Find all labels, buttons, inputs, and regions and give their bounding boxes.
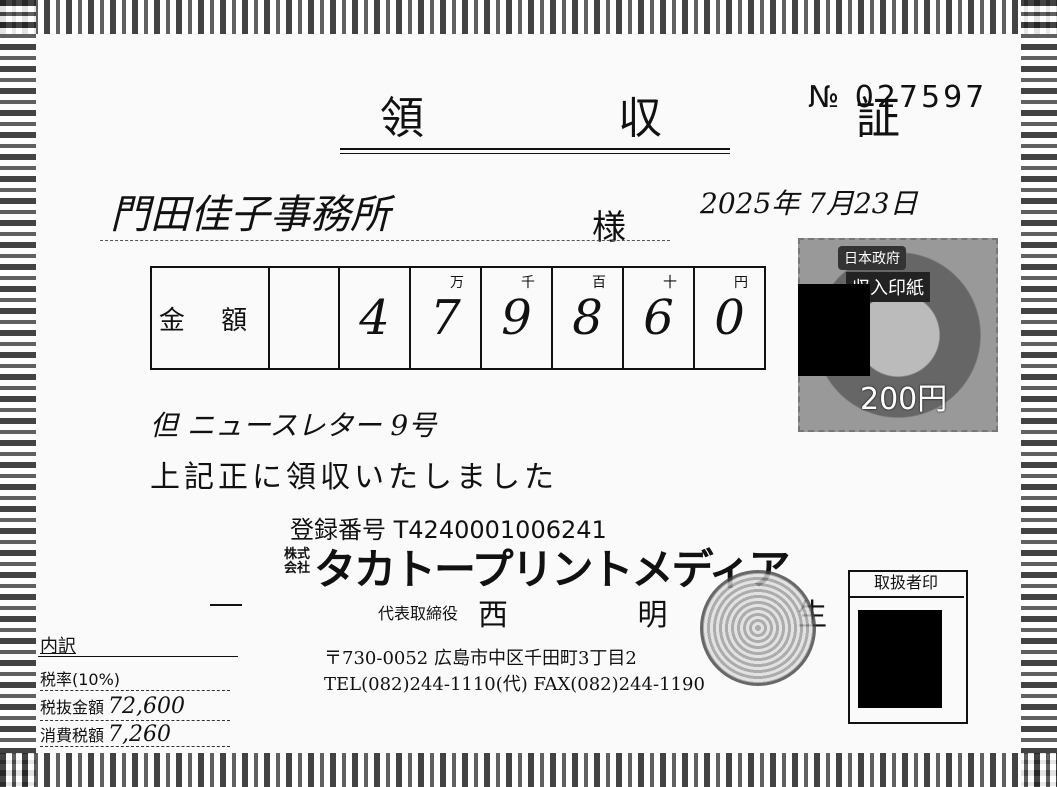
receipt-statement: 上記正に領収いたしました [150, 460, 558, 495]
amount-digit-cell: 4 [338, 266, 411, 370]
decorative-border-right [1021, 0, 1057, 787]
company-phone: TEL(082)244-1110(代) FAX(082)244-1190 [324, 674, 705, 695]
row-divider [40, 746, 230, 747]
tax-rate-row: 税率(10%) [40, 670, 121, 689]
company-address: 〒730-0052 広島市中区千田町3丁目2 [324, 648, 637, 669]
decorative-border-top [0, 0, 1057, 34]
recipient-honorific: 様 [592, 208, 626, 248]
registration-number: 登録番号 T4240001006241 [290, 516, 607, 544]
proviso-text: 但 ニュースレター 9号 [150, 409, 437, 442]
revenue-stamp-value: 200円 [860, 382, 948, 417]
company-seal [700, 570, 816, 686]
revenue-stamp-issuer: 日本政府 [838, 246, 906, 270]
title-underline [340, 148, 730, 154]
row-divider [40, 720, 230, 721]
representative-name: 西 明 生 [478, 598, 888, 633]
recipient-name: 門田佳子事務所 [110, 192, 390, 238]
receipt-number: № 027597 [808, 80, 988, 115]
decorative-border-bottom [0, 753, 1057, 787]
handler-seal-label: 取扱者印 [848, 570, 964, 598]
issue-date: 2025年 7月23日 [700, 187, 918, 220]
redaction-block [858, 610, 942, 708]
decorative-border-left [0, 0, 36, 787]
company-type-label: 株式会社 [284, 547, 311, 576]
row-divider [40, 690, 230, 691]
handler-seal-box [848, 570, 968, 724]
amount-label: 金 額 [150, 266, 270, 370]
recipient-underline [100, 240, 670, 241]
company-name: タカトープリントメディア [314, 545, 791, 594]
breakdown-divider [38, 656, 238, 657]
breakdown-label: 内訳 [40, 636, 76, 657]
representative-title: 代表取締役 [378, 604, 459, 623]
dash-mark [210, 604, 242, 606]
receipt-title: 領 収 証 [380, 93, 990, 144]
redaction-block [798, 284, 870, 376]
amount-digit-cell [268, 266, 340, 370]
